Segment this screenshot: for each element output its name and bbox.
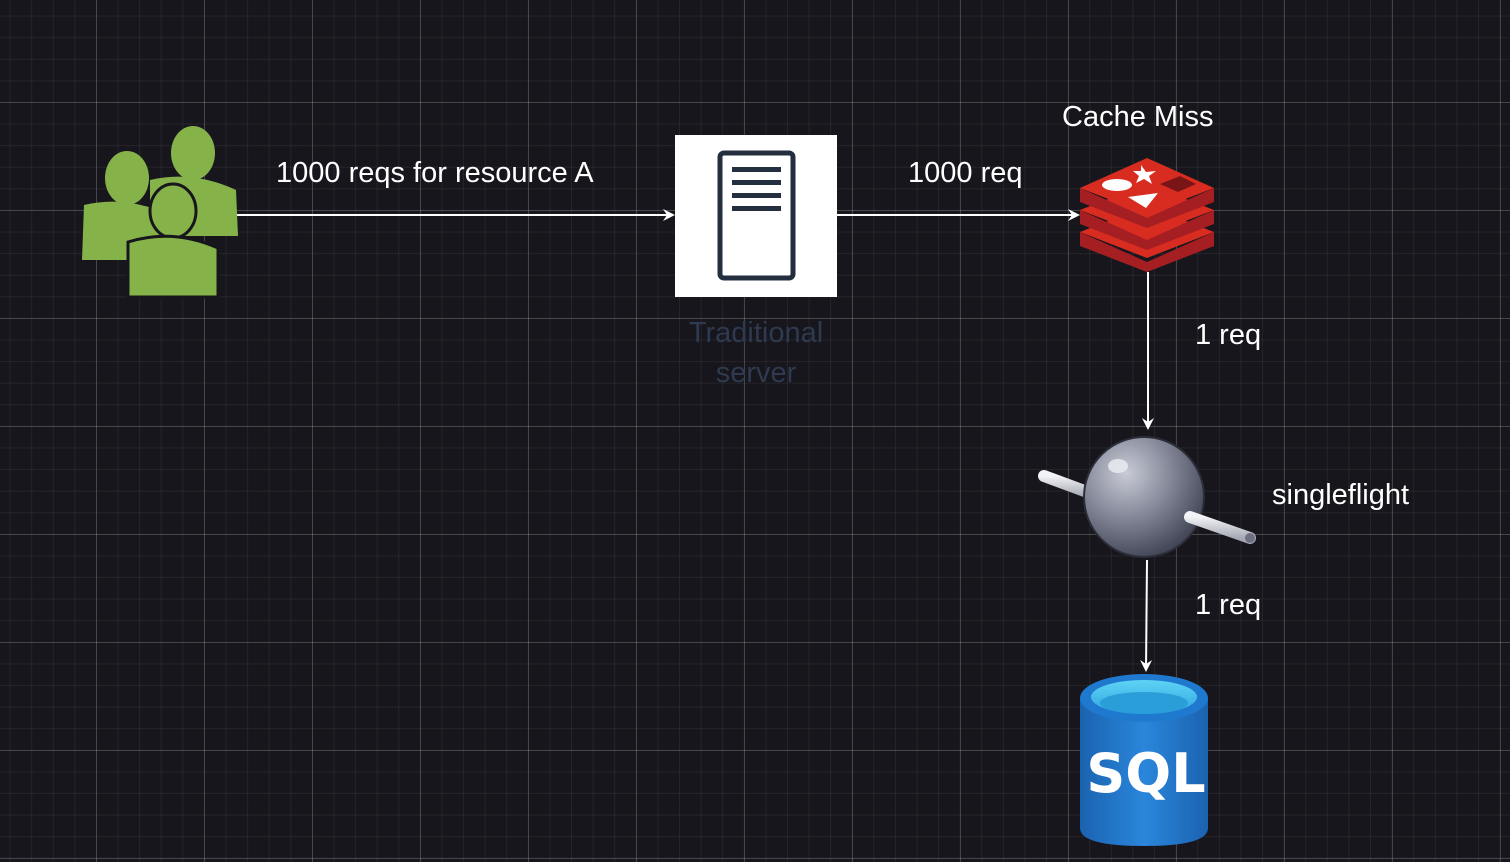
sql-text: SQL xyxy=(1086,742,1205,805)
redis-icon[interactable] xyxy=(1080,158,1214,272)
singleflight-caption: singleflight xyxy=(1272,479,1410,511)
server-caption-line1: Traditional xyxy=(688,317,824,349)
singleflight-sphere-icon[interactable] xyxy=(1038,436,1256,558)
edge-label-server-to-cache: 1000 req xyxy=(908,157,1023,189)
edge-singleflight-to-db xyxy=(1140,559,1153,672)
edge-label-cache-to-singleflight: 1 req xyxy=(1195,319,1262,351)
edge-label-singleflight-to-db: 1 req xyxy=(1195,589,1262,621)
sql-database-icon[interactable]: SQL xyxy=(1080,674,1208,846)
users-group-icon[interactable] xyxy=(82,126,238,299)
edge-label-users-to-server: 1000 reqs for resource A xyxy=(276,157,594,189)
server-caption-line2: server xyxy=(715,357,797,389)
server-icon[interactable] xyxy=(675,135,837,297)
cache-caption: Cache Miss xyxy=(1062,101,1214,133)
server-caption: Traditional server xyxy=(646,313,866,393)
